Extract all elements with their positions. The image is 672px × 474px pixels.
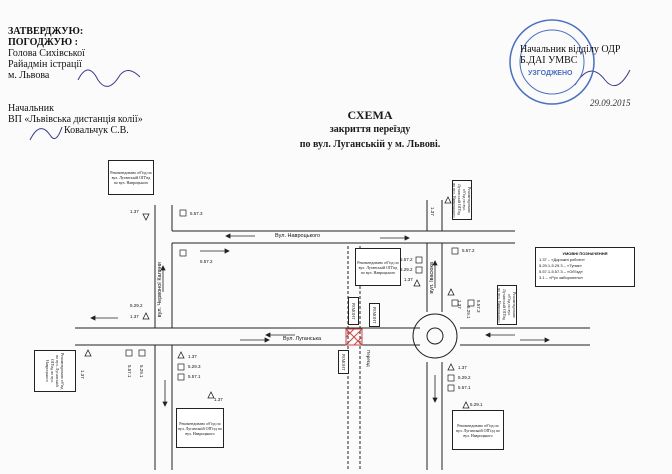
reroute-box-2: Рекомендовано об'їзд по вул. Луганській … (452, 180, 472, 220)
sign-label: 5.57.1 (127, 365, 132, 378)
street-luhanska: Вул. Луганська (283, 336, 322, 342)
sign-label: 5.29.2 (458, 375, 471, 380)
head-org: Райадмін істрації (8, 59, 82, 70)
sign-label: 1.37 (130, 314, 139, 319)
legend-box: УМОВНІ ПОЗНАЧЕННЯ 1.37 – «Дорожні роботи… (535, 247, 635, 287)
reroute-box-4: Рекомендовано об'їзд по вул. Луганській … (497, 285, 517, 325)
sign-label: 5.57.2 (200, 259, 213, 264)
repair-sign-3: РЕМОНТ (338, 350, 349, 374)
sign-label: 1.37 (430, 207, 435, 216)
odr-chief-label: Начальник відділу ОДР (520, 44, 621, 55)
approve-label: ЗАТВЕРДЖУЮ: (8, 26, 84, 37)
legend-item: 5.57.1-5.57.3 – «Об'їзд» (539, 269, 583, 274)
reroute-box-7: Рекомендовано об'їзд по вул. Луганській … (452, 410, 504, 450)
sign-date: 29.09.2015 (590, 98, 631, 108)
reroute-box-1: Рекомендовано об'їзд по вул. Луганській … (108, 160, 154, 195)
scheme-location: по вул. Луганській у м. Львові. (299, 139, 441, 150)
sign-label: 1.37 (404, 277, 413, 282)
sign-label: 5.57.1 (188, 374, 201, 379)
sign-label: 5.57.3 (476, 300, 481, 313)
sign-label: 5.57.2 (462, 248, 475, 253)
sign-label: 5.57.1 (458, 385, 471, 390)
repair-sign-1: РЕМОНТ (348, 297, 359, 325)
legend-item: 3.1 – «Рух заборонено» (539, 275, 584, 280)
sign-label: 5.29.3 (188, 364, 201, 369)
sign-label: 1.37 (214, 397, 223, 402)
dai-label: Б.ДАІ УМВС (520, 55, 578, 66)
sign-label: 1.37 (80, 370, 85, 379)
approval-block-left: ЗАТВЕРДЖУЮ: ПОГОДЖУЮ : Голова Сихівської… (8, 26, 85, 81)
sign-label: 5.29.1 (466, 306, 471, 319)
head-city: м. Львова (8, 70, 50, 81)
sign-label: 5.29.1 (139, 365, 144, 378)
repair-sign-2: РЕМОНТ (369, 303, 380, 327)
chief-name: Ковальчук С.В. (64, 125, 129, 136)
reroute-box-5: Рекомендовано об'їзд по вул. Луганській … (34, 350, 76, 392)
sign-label: 1.37 (188, 354, 197, 359)
sign-label: 5.29.1 (470, 402, 483, 407)
legend-item: 1.37 – «Дорожні роботи» (539, 257, 585, 262)
chief-label: Начальник (8, 103, 54, 114)
scheme-title: СХЕМА (347, 108, 393, 122)
street-navrotskoho: Вул. Навроцького (275, 233, 321, 239)
reroute-box-3: Рекомендовано об'їзд по вул. Луганській … (355, 248, 401, 286)
sign-label: 5.29.2 (400, 267, 413, 272)
chief-org: ВП «Львівська дистанція колії» (8, 114, 143, 125)
sign-label: 5.57.3 (190, 211, 203, 216)
reroute-box-6: Рекомендовано об'їзд по вул. Луганській … (176, 408, 224, 448)
crossing-label: Переїзд (366, 350, 371, 367)
sign-label: 1.37 (130, 209, 139, 214)
stamp-text: УЗГОДЖЕНО (528, 70, 573, 77)
head-position: Голова Сихівської (8, 48, 85, 59)
agree-label: ПОГОДЖУЮ : (8, 37, 79, 48)
street-chervonoi-kalyny: вул. Червоної Калини (157, 262, 163, 318)
approval-block-left-2: Начальник ВП «Львівська дистанція колії»… (8, 103, 143, 136)
street-ivasiuka: вул. Івасюка (429, 262, 435, 294)
sign-label: 5.57.2 (400, 257, 413, 262)
approval-block-right: Начальник відділу ОДР Б.ДАІ УМВС (520, 44, 620, 66)
scheme-subtitle: закриття переїзду (329, 124, 411, 135)
sign-label: 1.37 (457, 300, 462, 309)
legend-title: УМОВНІ ПОЗНАЧЕННЯ (562, 251, 608, 256)
sign-label: 5.29.2 (130, 303, 143, 308)
legend-item: 5.29.1-5.29.3 – «Тупик» (539, 263, 582, 268)
sign-label: 1.37 (458, 365, 467, 370)
